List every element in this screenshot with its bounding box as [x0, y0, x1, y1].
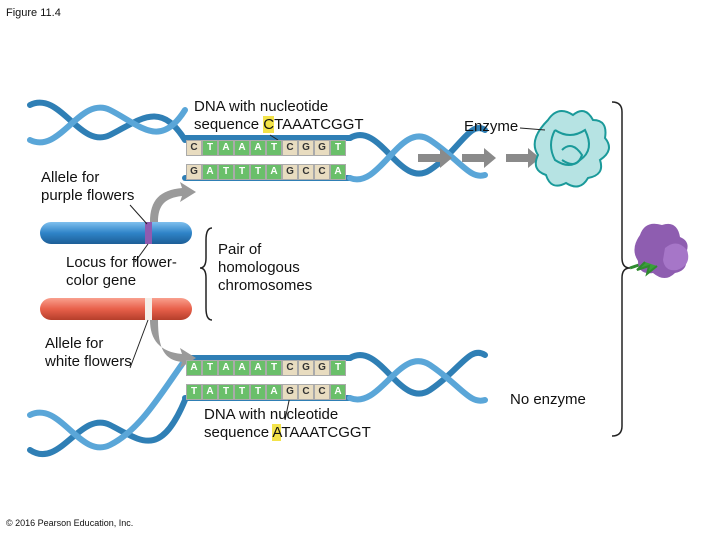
nucleotide: A [202, 164, 218, 180]
nucleotide: A [202, 384, 218, 400]
expression-arrows [418, 148, 540, 168]
nucleotide: T [330, 140, 346, 156]
nucleotide: A [266, 384, 282, 400]
nucleotide: A [218, 140, 234, 156]
nucleotide: T [250, 384, 266, 400]
figure-label: Figure 11.4 [6, 7, 61, 19]
nucleotide: C [298, 384, 314, 400]
nucleotide: T [266, 140, 282, 156]
purple-flower [629, 223, 689, 278]
nucleotide: A [330, 384, 346, 400]
nucleotide: G [282, 164, 298, 180]
nucleotide: G [298, 140, 314, 156]
nucleotide: T [218, 164, 234, 180]
nucleotide: C [314, 384, 330, 400]
top-dna-label-line1: DNA with nucleotide [194, 98, 329, 115]
top-dna-label-line2: sequence CTAAATCGGT [194, 116, 364, 133]
nucleotide: C [298, 164, 314, 180]
chromosome-pair [40, 222, 192, 320]
nucleotide: G [186, 164, 202, 180]
nucleotide: A [234, 140, 250, 156]
nucleotide: T [234, 384, 250, 400]
nucleotide: A [234, 360, 250, 376]
locus-label: Locus for flower- color gene [66, 254, 177, 289]
homologous-pair-label: Pair of homologous chromosomes [218, 241, 313, 294]
nucleotide: A [250, 360, 266, 376]
nucleotide: C [186, 140, 202, 156]
nucleotide: G [282, 384, 298, 400]
nucleotide: A [218, 360, 234, 376]
nucleotide: C [282, 140, 298, 156]
allele-white-label: Allele for white flowers [45, 335, 132, 370]
nucleotide: G [298, 360, 314, 376]
no-enzyme-label: No enzyme [510, 391, 586, 408]
nucleotide: G [314, 360, 330, 376]
nucleotide: A [250, 140, 266, 156]
top-dna-label: DNA with nucleotide sequence CTAAATCGGT [194, 98, 364, 134]
nucleotide: T [250, 164, 266, 180]
nucleotide: T [234, 164, 250, 180]
nucleotide: A [330, 164, 346, 180]
nucleotide: T [218, 384, 234, 400]
nucleotide: T [202, 360, 218, 376]
bottom-dna-label: DNA with nucleotide sequence ATAAATCGGT [204, 406, 371, 441]
leader-lines [129, 127, 546, 421]
nucleotide: A [186, 360, 202, 376]
allele-purple-label: Allele for purple flowers [41, 169, 135, 204]
nucleotide: C [282, 360, 298, 376]
nucleotide: G [314, 140, 330, 156]
copyright: © 2016 Pearson Education, Inc. [6, 518, 134, 528]
nucleotide: A [266, 164, 282, 180]
zoom-arrows [150, 182, 196, 368]
enzyme-label: Enzyme [464, 118, 519, 135]
nucleotide: T [266, 360, 282, 376]
nucleotide: T [330, 360, 346, 376]
enzyme-structure [533, 110, 610, 188]
bottom-dna-highlight: A [272, 424, 282, 441]
nucleotide: T [202, 140, 218, 156]
nucleotide: T [186, 384, 202, 400]
nucleotide: C [314, 164, 330, 180]
top-dna-highlight: C [263, 116, 275, 133]
